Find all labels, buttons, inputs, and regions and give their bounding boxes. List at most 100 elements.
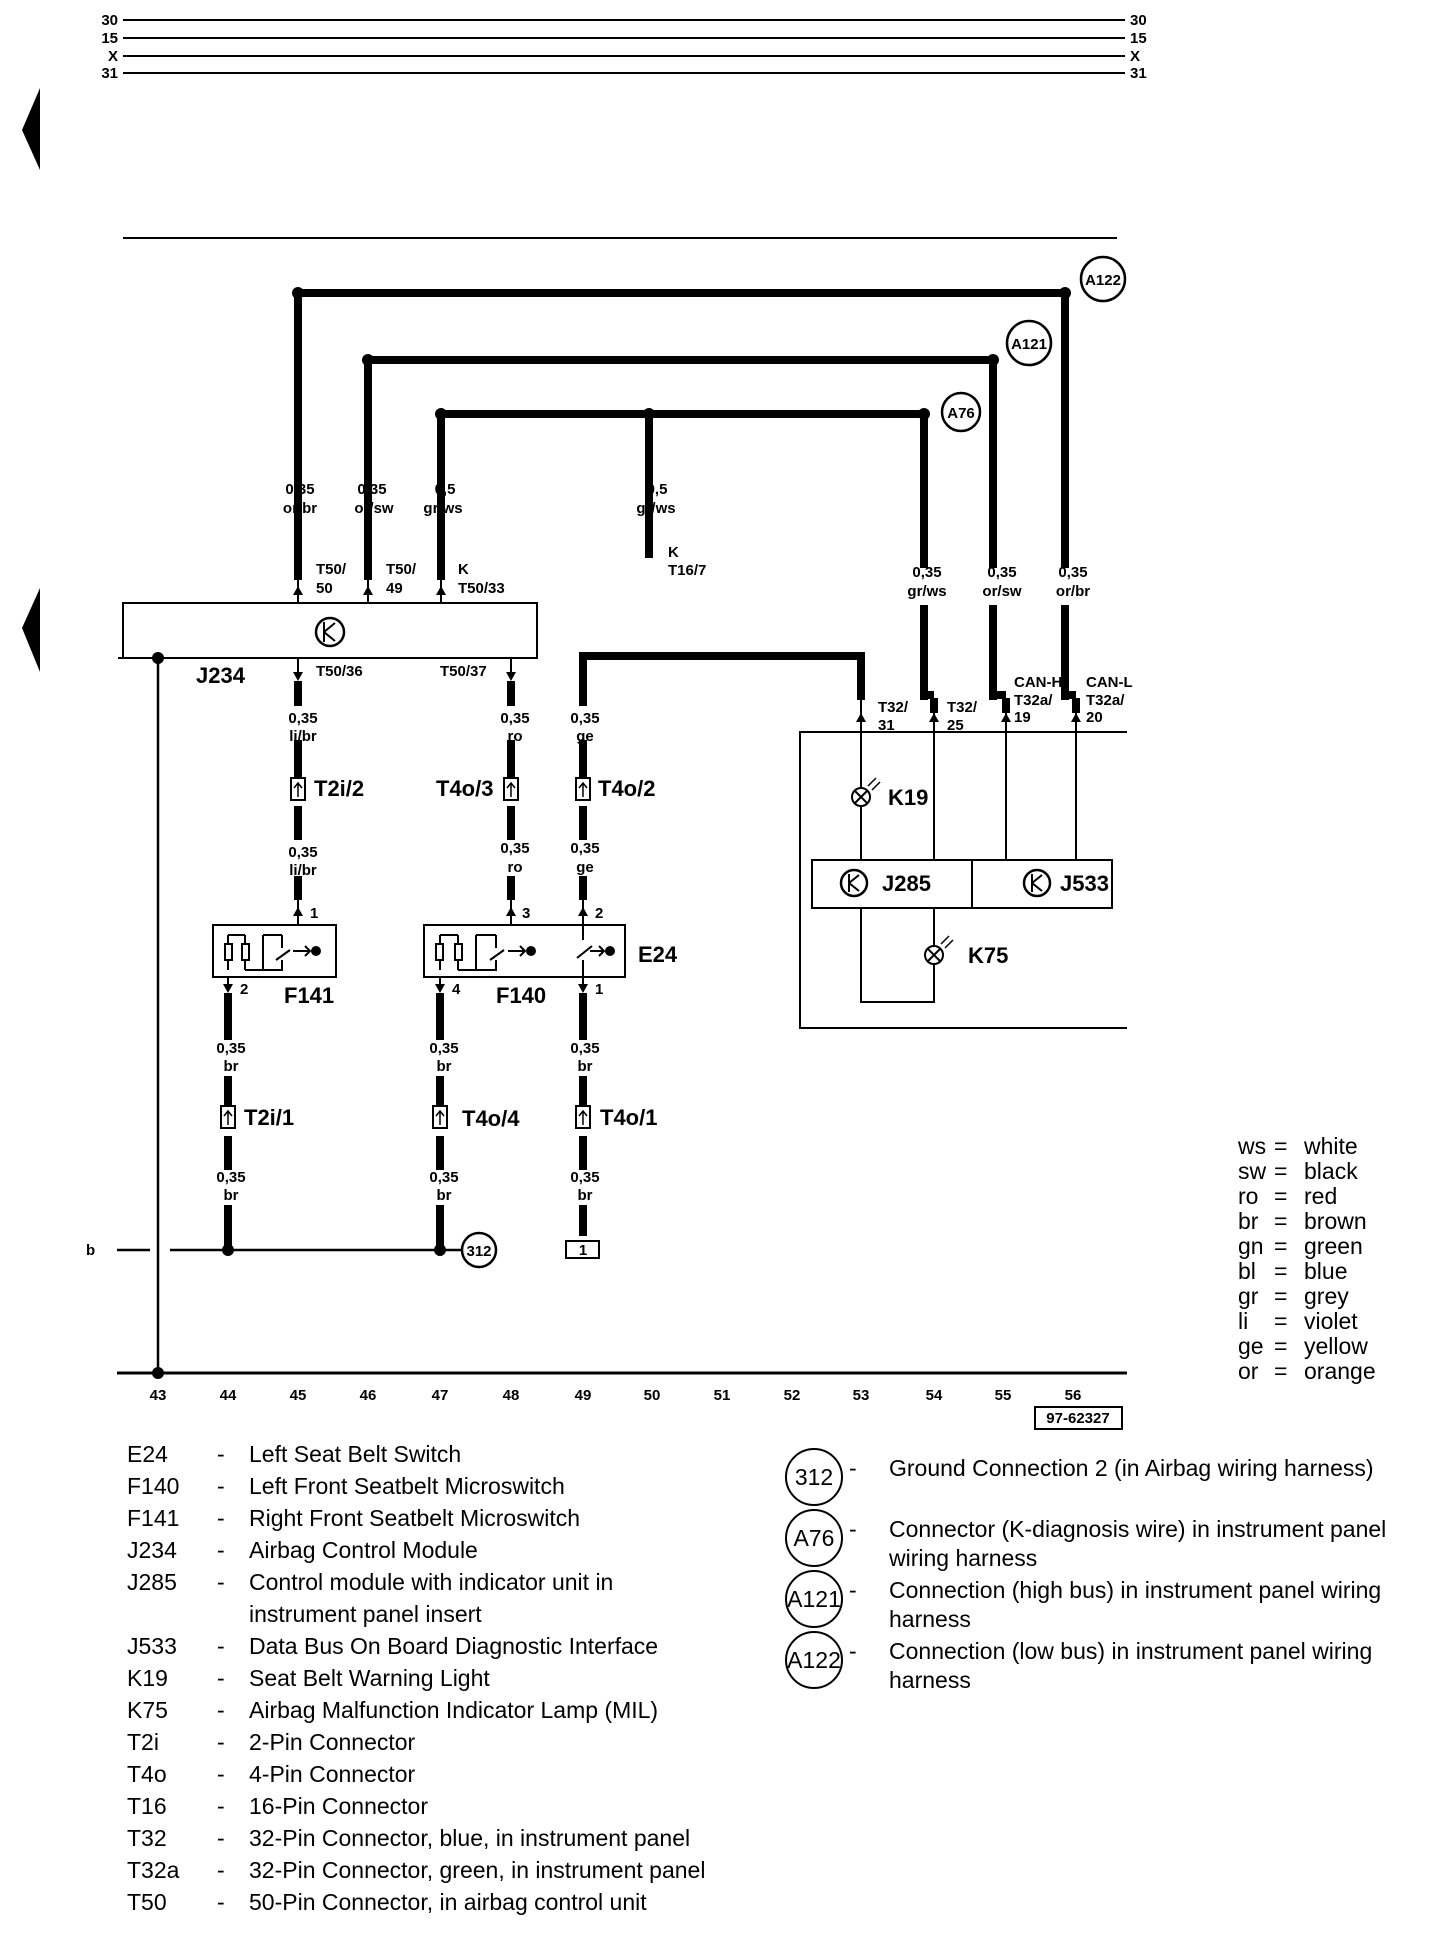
wire-color-equals: = bbox=[1274, 1358, 1288, 1384]
f140-label: F140 bbox=[496, 983, 546, 1008]
connection-a76: A76 bbox=[940, 391, 982, 433]
wire-color-row: ge=yellow bbox=[1238, 1334, 1376, 1359]
connection-legend-id: 312 bbox=[794, 1463, 834, 1490]
wire-label-49-c-color: br bbox=[578, 1058, 593, 1075]
component-dash: - bbox=[217, 1633, 225, 1659]
junction-44-b bbox=[222, 1244, 234, 1256]
component-description: 32-Pin Connector, blue, in instrument pa… bbox=[249, 1825, 691, 1851]
wire-label-47-a-color: br bbox=[437, 1058, 452, 1075]
figure-id: 97-62327 bbox=[1046, 1410, 1109, 1427]
wire-color-name: red bbox=[1304, 1183, 1338, 1209]
wire-color-equals: = bbox=[1274, 1308, 1288, 1334]
e24-pin-1: 1 bbox=[595, 981, 603, 998]
component-description: Airbag Malfunction Indicator Lamp (MIL) bbox=[249, 1697, 659, 1723]
wire-color-name: yellow bbox=[1304, 1333, 1368, 1359]
j285-transistor-icon bbox=[839, 868, 869, 898]
wire-color-abbr: br bbox=[1238, 1208, 1259, 1234]
pin-t50-49-line1: T50/ bbox=[386, 561, 417, 578]
f141-label: F141 bbox=[284, 983, 334, 1008]
pin-t16-7-line1: K bbox=[668, 544, 679, 561]
component-dash: - bbox=[217, 1697, 225, 1723]
wire-label-55-top-size: 0,35 bbox=[987, 564, 1016, 581]
pin-t32-31-line1: T32/ bbox=[878, 699, 909, 716]
component-description: 2-Pin Connector bbox=[249, 1729, 416, 1755]
wire-label-48-a-size: 0,35 bbox=[500, 710, 529, 727]
pin-t32-25-line2: 25 bbox=[947, 717, 964, 734]
f140-pin-4: 4 bbox=[452, 981, 461, 998]
connector-t2i-2 bbox=[290, 777, 306, 801]
component-dash: - bbox=[217, 1505, 225, 1531]
pin-t50-50-line1: T50/ bbox=[316, 561, 347, 578]
wire-label-49-a-size: 0,35 bbox=[570, 710, 599, 727]
component-legend-row: J533-Data Bus On Board Diagnostic Interf… bbox=[127, 1630, 705, 1662]
component-dash: - bbox=[217, 1729, 225, 1755]
connector-t4o-3 bbox=[503, 777, 519, 801]
wire-label-54-top-color: gr/ws bbox=[907, 583, 946, 600]
connector-t2i-2-label: T2i/2 bbox=[314, 776, 364, 801]
wire-color-name: grey bbox=[1304, 1283, 1349, 1309]
wire-label-49-b-color: ge bbox=[576, 859, 594, 876]
connection-legend-text: Ground Connection 2 (in Airbag wiring ha… bbox=[889, 1455, 1374, 1481]
wire-label-56-top-size: 0,35 bbox=[1058, 564, 1087, 581]
component-description: Airbag Control Module bbox=[249, 1537, 478, 1563]
component-description: 16-Pin Connector bbox=[249, 1793, 428, 1819]
component-description: Data Bus On Board Diagnostic Interface bbox=[249, 1633, 659, 1659]
connection-legend-circle: A122 bbox=[785, 1631, 843, 1689]
wire-color-row: br=brown bbox=[1238, 1209, 1376, 1234]
connection-a122: A122 bbox=[1079, 255, 1127, 303]
connection-a122-label: A122 bbox=[1085, 272, 1121, 289]
component-dash: - bbox=[217, 1825, 225, 1851]
f141-pin-2: 2 bbox=[240, 981, 248, 998]
pin-t32a-20-line2: T32a/ bbox=[1086, 692, 1125, 709]
e24-label: E24 bbox=[638, 942, 678, 967]
rail-label-x-right: X bbox=[1130, 48, 1140, 65]
connection-legend-text: Connection (low bus) in instrument panel… bbox=[889, 1638, 1373, 1693]
connection-legend-circle: 312 bbox=[785, 1448, 843, 1506]
component-legend-row: F140-Left Front Seatbelt Microswitch bbox=[127, 1470, 705, 1502]
j234-transistor-icon bbox=[314, 616, 346, 648]
wire-color-abbr: ws bbox=[1238, 1133, 1267, 1159]
wire-color-abbr: gr bbox=[1238, 1283, 1259, 1309]
ground-box-1-label: 1 bbox=[579, 1242, 587, 1259]
ground-trunk-junction-bottom bbox=[152, 1367, 164, 1379]
component-description: 32-Pin Connector, green, in instrument p… bbox=[249, 1857, 706, 1883]
component-description: Control module with indicator unit in bbox=[249, 1569, 614, 1595]
j234-output-arrows bbox=[293, 672, 516, 681]
f141-pin-1: 1 bbox=[310, 905, 318, 922]
pin-t50-49-line2: 49 bbox=[386, 580, 403, 597]
rail-label-31-left: 31 bbox=[101, 65, 118, 82]
j234-output-leads bbox=[297, 658, 512, 673]
power-rails bbox=[123, 19, 1125, 74]
rail-label-30-left: 30 bbox=[101, 12, 118, 29]
bus-junctions bbox=[292, 287, 1071, 420]
component-dash: - bbox=[217, 1473, 225, 1499]
wire-label-48-b-color: ro bbox=[508, 859, 523, 876]
current-track-number: 48 bbox=[503, 1387, 520, 1404]
wire-label-48-a-color: ro bbox=[508, 728, 523, 745]
component-code: T32 bbox=[127, 1825, 167, 1851]
connection-legend-text: Connection (high bus) in instrument pane… bbox=[889, 1577, 1382, 1632]
wire-color-row: gr=grey bbox=[1238, 1284, 1376, 1309]
ground-connection-312: 312 bbox=[460, 1231, 498, 1269]
connector-t4o-4-label: T4o/4 bbox=[462, 1106, 520, 1131]
wire-color-row: or=orange bbox=[1238, 1359, 1376, 1384]
wire-label-47-top-color: gr/ws bbox=[423, 500, 462, 517]
component-description: 4-Pin Connector bbox=[249, 1761, 416, 1787]
wire-label-47-b-color: br bbox=[437, 1187, 452, 1204]
wire-color-abbr: or bbox=[1238, 1358, 1259, 1384]
k19-label: K19 bbox=[888, 785, 928, 810]
figure-id-box: 97-62327 bbox=[1034, 1406, 1123, 1430]
wire-label-45-top-color: or/br bbox=[283, 500, 317, 517]
wire-color-equals: = bbox=[1274, 1258, 1288, 1284]
lower-brown-wires bbox=[224, 993, 587, 1250]
wire-color-abbr: ge bbox=[1238, 1333, 1264, 1359]
wire-label-49-d-size: 0,35 bbox=[570, 1169, 599, 1186]
component-code: K75 bbox=[127, 1697, 168, 1723]
wire-label-45-a-size: 0,35 bbox=[288, 710, 317, 727]
component-description: Right Front Seatbelt Microswitch bbox=[249, 1505, 581, 1531]
connector-t2i-1 bbox=[220, 1105, 236, 1129]
rail-label-15-left: 15 bbox=[101, 30, 118, 47]
right-front-seatbelt-microswitch-f141: 1 F141 2 bbox=[212, 900, 337, 1008]
